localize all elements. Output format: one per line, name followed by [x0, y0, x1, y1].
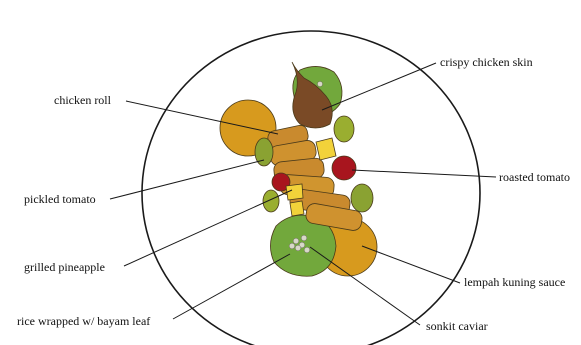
- label-sonkit-caviar: sonkit caviar: [426, 319, 488, 333]
- label-rice-wrapped: rice wrapped w/ bayam leaf: [17, 314, 150, 328]
- label-crispy-chicken-skin: crispy chicken skin: [440, 55, 533, 69]
- label-pickled-tomato: pickled tomato: [24, 192, 96, 206]
- label-grilled-pineapple: grilled pineapple: [24, 260, 105, 274]
- label-roasted-tomato: roasted tomato: [499, 170, 570, 184]
- label-lempah-kuning-sauce: lempah kuning sauce: [464, 275, 565, 289]
- label-chicken-roll: chicken roll: [54, 93, 112, 107]
